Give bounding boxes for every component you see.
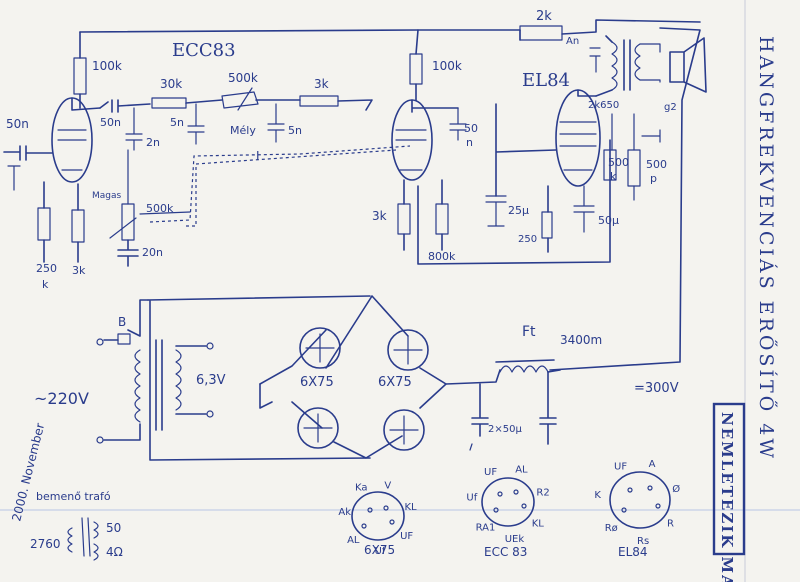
label-transformer-sec1: 50: [106, 521, 121, 535]
label-title-vertical: HANGFREKVENCIÁS ERŐSÍTŐ 4W: [755, 36, 778, 461]
label-pinout-el84: EL84: [618, 545, 648, 559]
label-fuse: B: [118, 315, 126, 329]
label-6x75-a: 6X75: [300, 375, 334, 390]
label-pinout-ecc83: ECC 83: [484, 545, 527, 559]
pin-label: UEk: [505, 534, 525, 545]
label-r-cath2: 3k: [372, 209, 387, 223]
label-r-250-unit: k: [42, 278, 49, 291]
pinout-el84: [609, 471, 671, 529]
pin-label: A: [649, 459, 656, 470]
label-ground-mark-1: I: [256, 149, 260, 163]
label-c-5n-a: 5n: [170, 116, 184, 129]
label-choke-value: 3400m: [560, 333, 602, 347]
label-c-25u: 25μ: [508, 204, 529, 217]
label-c-20n: 20n: [142, 246, 163, 259]
pin-label: R2: [536, 487, 549, 498]
pin-label: Ka: [355, 483, 368, 494]
label-input-transformer: bemenő trafó: [36, 490, 111, 503]
pin-label: KL: [405, 502, 418, 513]
label-r-30k: 30k: [160, 77, 182, 91]
label-bass: Mély: [230, 124, 256, 137]
label-c-50u: 50μ: [598, 214, 619, 227]
label-6x75-b: 6X75: [378, 375, 412, 390]
pin-label: K: [594, 490, 601, 501]
label-pinout-6x75: 6X75: [364, 543, 395, 557]
label-r-500p-unit: p: [650, 172, 657, 185]
speaker-icon: [669, 37, 707, 93]
power-supply: [96, 295, 561, 461]
pin-label: Uf: [466, 493, 477, 504]
pin-label: AL: [347, 535, 360, 546]
pinout-ecc83: [481, 477, 535, 527]
second-stage: [391, 29, 611, 265]
rectifier-tube-3: [297, 407, 339, 449]
label-r-250: 250: [36, 262, 57, 275]
label-r-500-grid: 500: [608, 156, 629, 169]
rectifier-tube-4: [383, 409, 425, 451]
label-transformer-primary: 2760: [30, 537, 61, 551]
label-c-in: 50n: [6, 117, 29, 131]
pins-el84: UF A Ø R Rs Rø K: [594, 459, 680, 547]
pin-label: Rø: [605, 523, 618, 534]
pin-label: Rs: [637, 536, 649, 547]
label-r-cath1: 3k: [72, 264, 86, 277]
label-r-plate2: 100k: [432, 59, 462, 73]
preamp-stage: [3, 29, 521, 267]
label-hv: =300V: [634, 381, 679, 396]
rectifier-tube-2: [387, 329, 429, 371]
label-heater: 6,3V: [196, 373, 226, 388]
label-el84: EL84: [522, 70, 570, 91]
label-r-plate1: 100k: [92, 59, 122, 73]
label-c-5n-b: 5n: [288, 124, 302, 137]
pin-label: RA1: [476, 523, 496, 534]
label-r-2k: 2k: [536, 9, 552, 24]
label-c-psu: 2×50μ: [488, 424, 522, 435]
pin-label: R: [667, 519, 674, 530]
label-r-3k-top: 3k: [314, 77, 329, 91]
label-transformer-sec2: 4Ω: [106, 545, 123, 559]
input-transformer: [67, 517, 99, 561]
stamp-box: [712, 402, 746, 556]
label-r-500k-tone: 500k: [228, 71, 258, 85]
pin-label: UF: [400, 531, 413, 542]
label-mains: ~220V: [34, 389, 89, 408]
pin-label: Ø: [672, 483, 680, 495]
label-r-2k650: 2k650: [588, 100, 619, 111]
output-stage: [485, 19, 707, 371]
label-g2: g2: [664, 102, 677, 113]
rectifier-tube-1: [299, 327, 341, 369]
pin-label: Ak: [338, 507, 351, 518]
label-c-couple1: 50n: [100, 116, 121, 129]
pin-label: V: [384, 480, 391, 491]
pin-label: AL: [515, 465, 528, 476]
label-date: 2000. November: [9, 422, 47, 523]
pins-6x75: Ka V KL UF Uf AL Ak: [338, 480, 417, 557]
label-treble: Magas: [92, 191, 122, 201]
label-anode: An: [566, 36, 579, 47]
label-ecc83: ECC83: [172, 40, 236, 61]
label-c-2n: 2n: [146, 136, 160, 149]
label-c-50-unit: n: [466, 136, 473, 149]
pinout-diagrams: [351, 471, 671, 541]
label-r-800k: 800k: [428, 250, 456, 263]
pinout-6x75: [351, 491, 405, 541]
label-r-cath3: 250: [518, 234, 537, 245]
pin-label: UF: [614, 461, 627, 472]
pin-label: UF: [484, 467, 497, 478]
pin-label: KL: [532, 518, 545, 529]
label-c-50: 50: [464, 122, 478, 135]
label-r-500k-vol: 500k: [146, 202, 174, 215]
label-r-500-grid-unit: k: [610, 170, 617, 183]
label-choke: Ft: [522, 324, 536, 340]
pin-label: Uf: [375, 546, 386, 557]
label-r-500p: 500: [646, 158, 667, 171]
label-stamp: NEMLETEZIK MAR: [718, 412, 736, 582]
